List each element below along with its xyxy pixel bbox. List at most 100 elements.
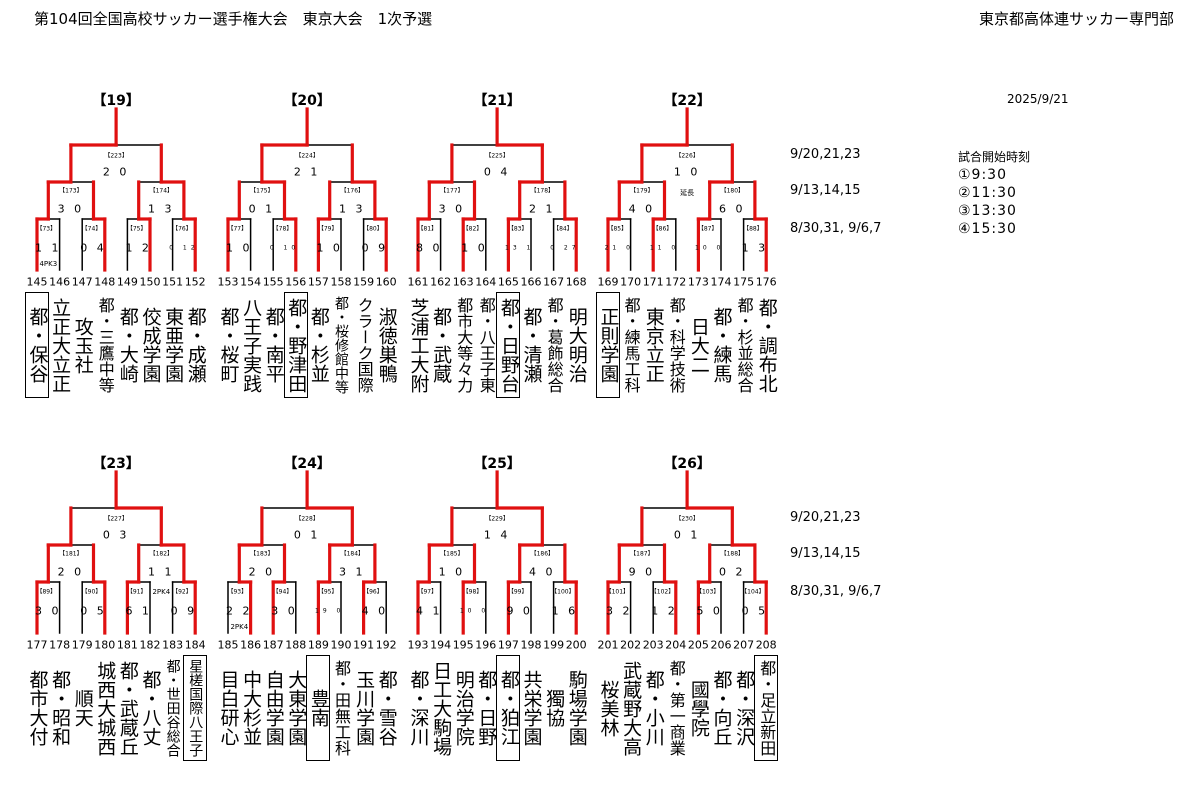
- team-name: 都・清瀬: [519, 292, 543, 398]
- round-date-first: 8/30,31, 9/6,7: [790, 584, 882, 599]
- team-name-text: 淑徳巣鴨: [375, 307, 398, 383]
- match-number: 【228】: [295, 515, 319, 523]
- match-score: 0 3: [102, 528, 130, 542]
- block-label: 【19】: [92, 93, 140, 109]
- team-number: 201: [597, 638, 619, 652]
- team-number: 179: [71, 638, 93, 652]
- team-name: 都・武蔵: [429, 292, 453, 398]
- match-number: 【187】: [630, 550, 654, 558]
- team-number: 180: [94, 638, 116, 652]
- match-number: 【98】: [462, 588, 483, 596]
- team-number: 208: [755, 638, 777, 652]
- match-score: 3 0: [271, 604, 298, 618]
- team-name-text: 順天: [71, 689, 94, 727]
- team-name: 都・向丘: [709, 655, 733, 761]
- match-score: 0 4: [80, 241, 107, 255]
- team-name: 桜美林: [596, 655, 620, 761]
- team-number: 187: [262, 638, 284, 652]
- match-number: 【88】: [743, 225, 763, 233]
- team-name-text: 明治学院: [452, 670, 475, 746]
- team-number: 146: [49, 275, 71, 289]
- team-name-text: 都・桜修館中等: [333, 296, 349, 394]
- team-name-text: 都・足立新田: [757, 660, 777, 756]
- team-name: 東京立正: [641, 292, 665, 398]
- team-name-text: クラーク国際: [354, 297, 374, 393]
- team-number: 176: [755, 275, 777, 289]
- match-score: 3 1: [339, 565, 366, 579]
- team-name: 都・三鷹中等: [93, 292, 117, 398]
- match-score: 0 4: [483, 165, 511, 179]
- team-name-text: 都・第一商業: [666, 660, 686, 756]
- team-number: 169: [597, 275, 619, 289]
- team-name-text: 自由学園: [262, 670, 285, 746]
- team-name-text: 都・世田谷総合: [164, 659, 181, 757]
- match-note: 4PK3: [39, 260, 58, 268]
- match-score: 10 0: [695, 244, 725, 252]
- team-number: 182: [139, 638, 161, 652]
- team-name-text: 都・狛江: [497, 670, 520, 746]
- team-number: 172: [665, 275, 687, 289]
- match-number: 【182】: [149, 550, 174, 558]
- team-name-advancing: 都・野津田: [283, 292, 308, 398]
- match-number: 【79】: [317, 225, 338, 233]
- team-name-text: 都・八王子東: [476, 297, 496, 393]
- team-name-text: 星槎国際八王子: [187, 659, 204, 757]
- match-score: 13 1: [505, 244, 535, 252]
- match-score: 8 0: [416, 241, 443, 255]
- match-number: 【78】: [272, 225, 293, 233]
- team-name: 立正大立正: [48, 292, 72, 398]
- team-number: 185: [217, 638, 239, 652]
- team-name-text: 攻玉社: [71, 316, 94, 374]
- team-name-text: 都・練馬工科: [621, 297, 641, 393]
- team-name-text: 明大明治: [565, 307, 588, 383]
- team-name: 八王子実践: [239, 292, 263, 398]
- team-name: 大東学園: [284, 655, 308, 761]
- team-name-text: 玉川学園: [353, 670, 376, 746]
- round-date-first: 8/30,31, 9/6,7: [790, 221, 882, 236]
- team-number: 160: [375, 275, 397, 289]
- team-number: 189: [307, 638, 329, 652]
- kickoff-schedule: 試合開始時刻 ①9:30 ②11:30 ③13:30 ④15:30: [958, 148, 1030, 238]
- match-score: 0 2: [719, 565, 746, 579]
- team-number: 190: [330, 638, 352, 652]
- match-number: 【86】: [652, 225, 673, 233]
- team-number: 207: [733, 638, 755, 652]
- match-score: 0 5: [741, 604, 769, 618]
- team-number: 171: [642, 275, 664, 289]
- team-name: 日工大駒場: [429, 655, 453, 761]
- match-note: 2PK4: [230, 623, 249, 631]
- kickoff-time: ③13:30: [958, 203, 1017, 219]
- team-name-text: 八王子実践: [240, 297, 263, 393]
- organization-name: 東京都高体連サッカー専門部: [978, 10, 1174, 28]
- team-name: 都市大等々力: [451, 292, 475, 398]
- team-number: 177: [26, 638, 48, 652]
- team-number: 193: [407, 638, 429, 652]
- team-name-text: 都・大崎: [116, 307, 139, 383]
- match-score: 1 4: [483, 528, 511, 542]
- match-number: 【188】: [720, 550, 745, 558]
- match-number: 【183】: [250, 550, 274, 558]
- team-number: 162: [430, 275, 452, 289]
- team-name-text: 豊南: [307, 689, 330, 727]
- team-name: 明大明治: [564, 292, 588, 398]
- match-score: 6 1: [125, 604, 152, 618]
- match-score: 1 0: [316, 241, 343, 255]
- team-number: 167: [543, 275, 565, 289]
- match-score: 0 27: [550, 244, 580, 252]
- team-name-text: 都・深沢: [733, 670, 756, 746]
- match-score: 1 3: [148, 202, 175, 216]
- team-name-text: 駒場学園: [565, 670, 588, 746]
- team-name: 都・深川: [406, 655, 430, 761]
- match-score: 10 0: [459, 607, 490, 615]
- match-score: 2 0: [57, 565, 85, 579]
- match-number: 【227】: [104, 515, 128, 523]
- match-number: 【74】: [81, 225, 102, 233]
- team-name-text: 中大杉並: [240, 670, 263, 746]
- team-number: 165: [497, 275, 519, 289]
- team-name-text: 都・八丈: [139, 670, 162, 746]
- match-score: 5 0: [696, 604, 723, 618]
- match-number: 【76】: [172, 225, 192, 233]
- team-number: 188: [285, 638, 307, 652]
- team-number: 197: [497, 638, 519, 652]
- team-name-text: 都・武蔵: [430, 307, 453, 383]
